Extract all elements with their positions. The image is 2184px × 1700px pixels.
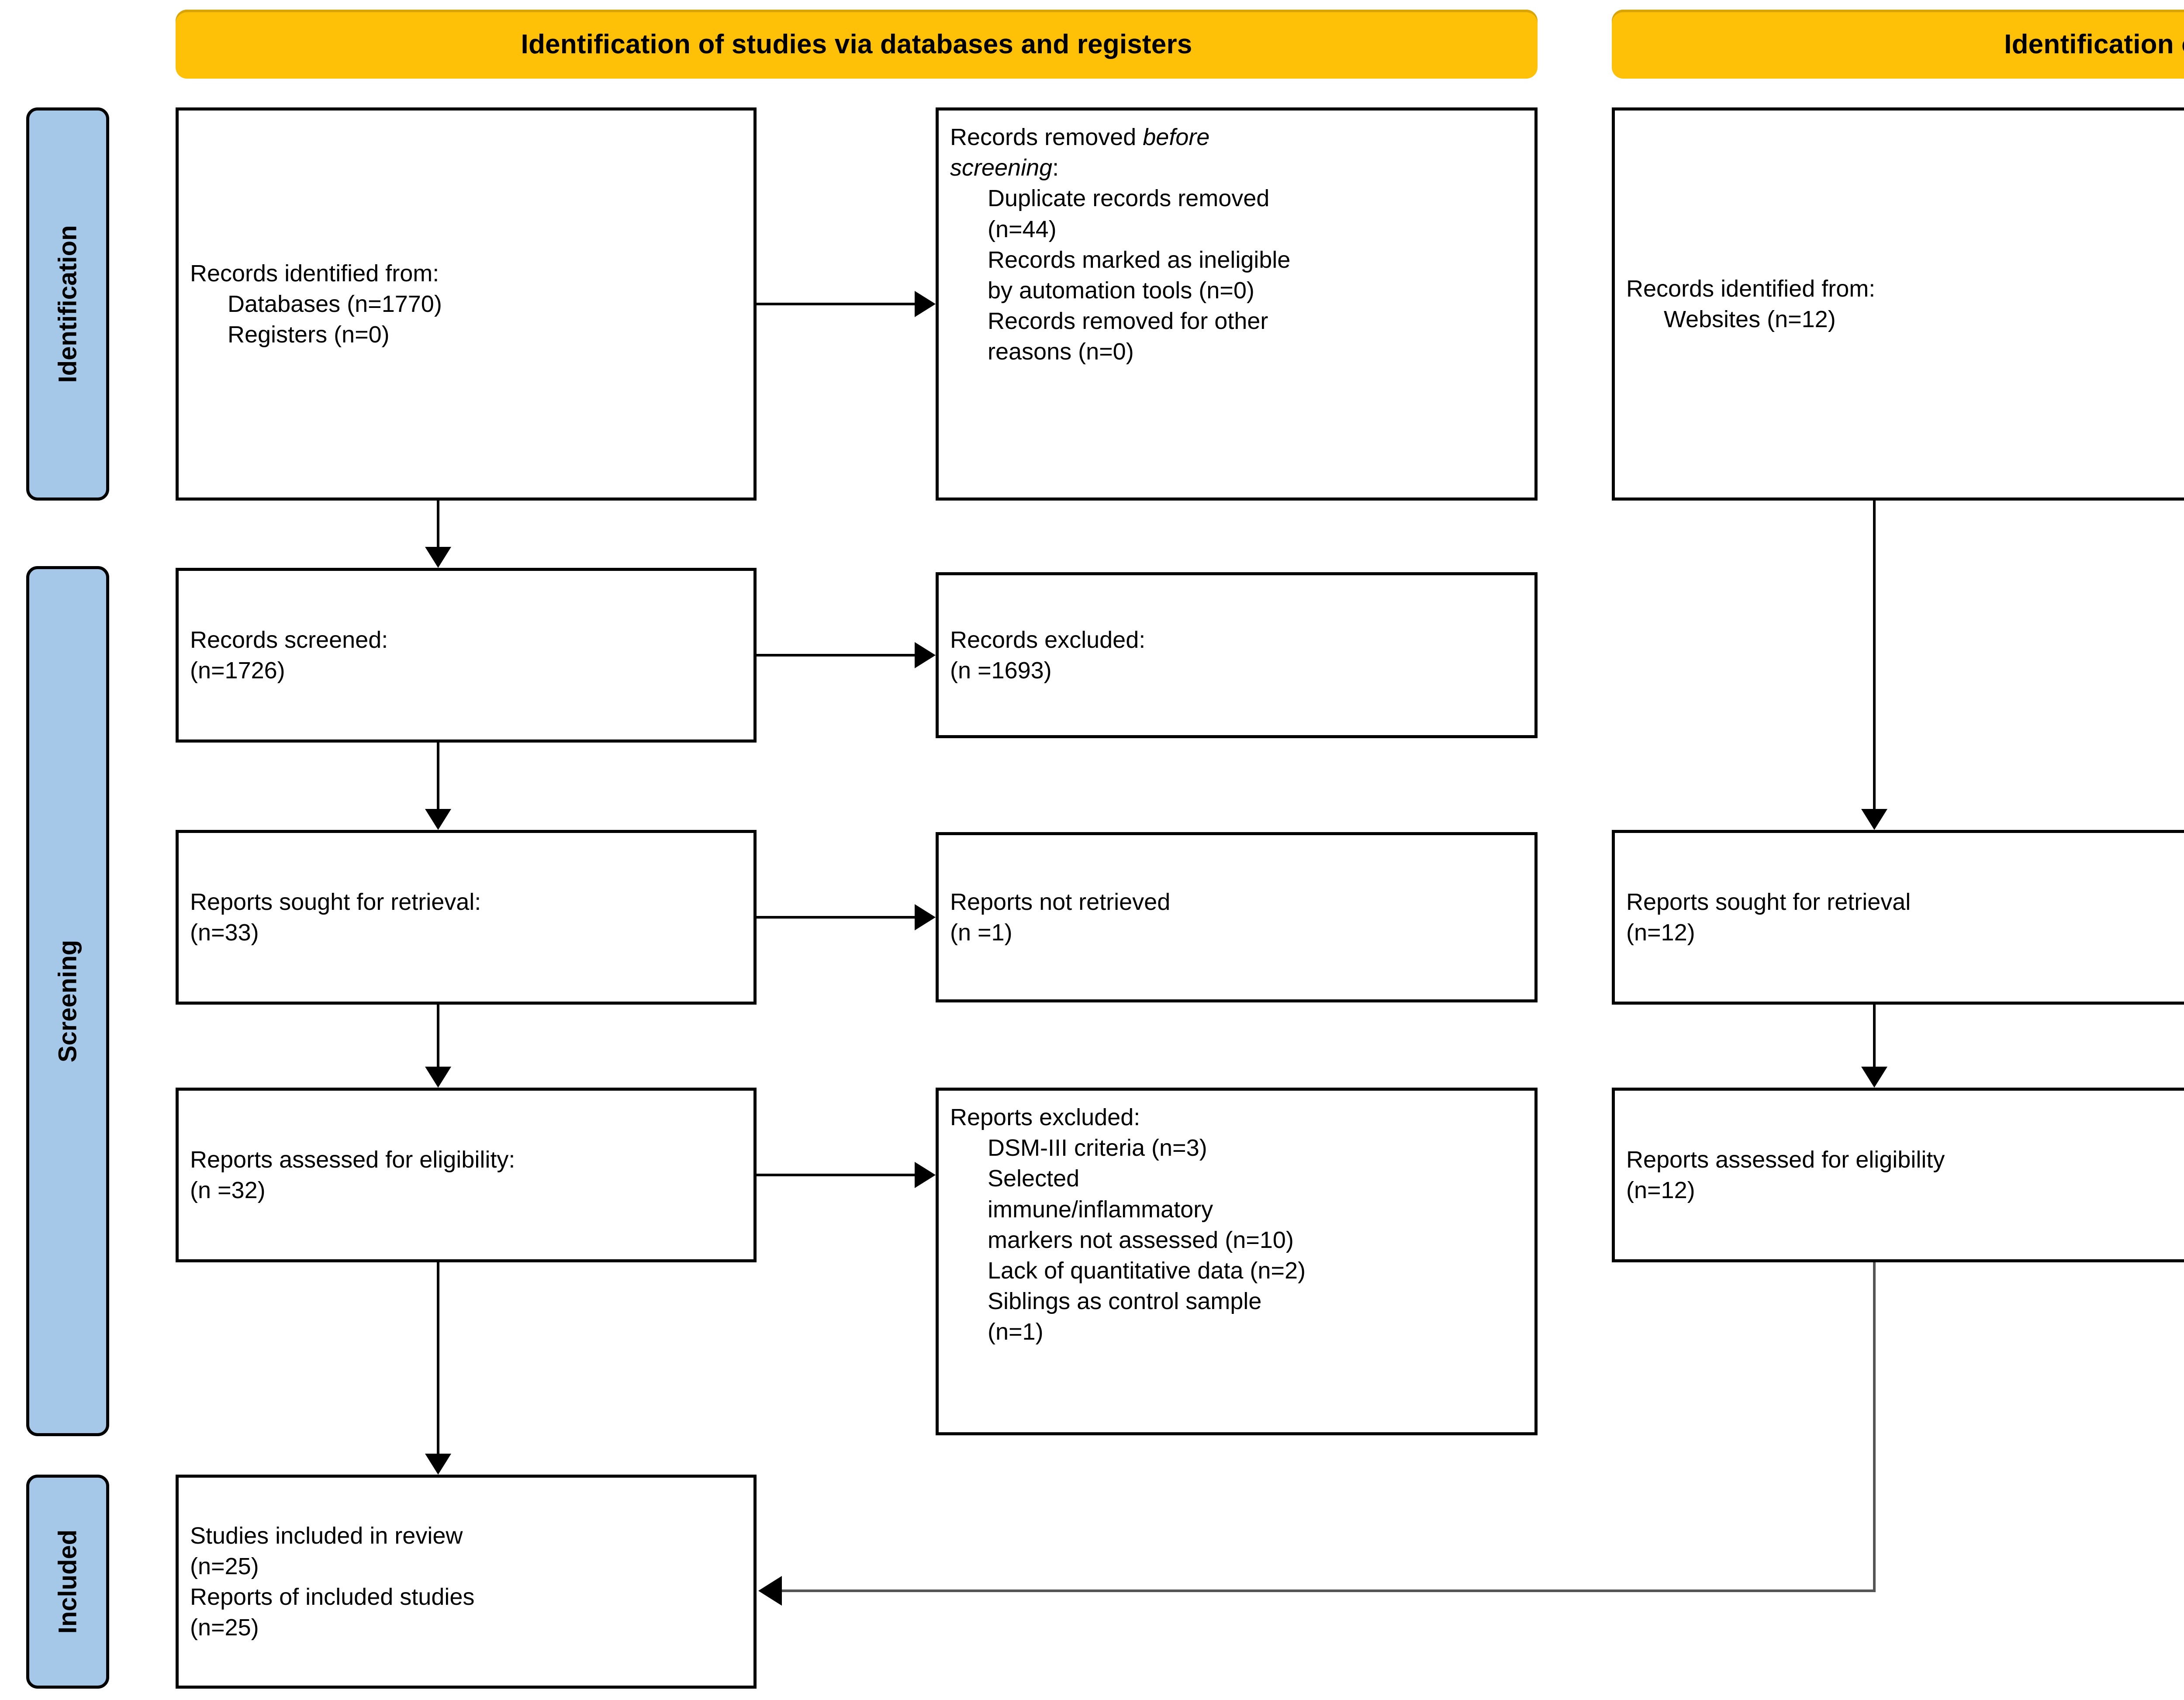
reports-excluded-left-line7: Siblings as control sample <box>988 1288 1262 1315</box>
records-screened-line1: Records screened: <box>190 626 388 653</box>
reports-excluded-left-line3: Selected <box>988 1165 1080 1192</box>
connector-screened-to-excluded <box>757 654 915 657</box>
connector-right-to-included-horizontal <box>782 1589 1876 1592</box>
stage-label-identification-text: Identification <box>53 225 82 383</box>
records-removed-line2-em: screening <box>950 155 1053 181</box>
box-records-identified-left: Records identified from: Databases (n=17… <box>176 107 757 501</box>
records-excluded-line1: Records excluded: <box>950 626 1146 653</box>
banner-left-label: Identification of studies via databases … <box>521 29 1192 59</box>
records-removed-line7: Records removed for other <box>988 308 1268 335</box>
reports-excluded-left-line4: immune/inflammatory <box>988 1196 1213 1223</box>
arrowhead-sought-to-assessed-left-icon <box>425 1067 451 1088</box>
connector-identified-to-screened <box>437 501 439 547</box>
records-removed-line1: Records removed before <box>950 122 1523 152</box>
box-records-excluded: Records excluded: (n =1693) <box>936 572 1538 738</box>
records-identified-left-line1: Records identified from: <box>190 260 439 287</box>
records-removed-line6: by automation tools (n=0) <box>988 277 1254 304</box>
connector-screened-to-sought <box>437 743 439 809</box>
reports-sought-right-line2: (n=12) <box>1626 919 1695 946</box>
arrowhead-assessed-to-excluded-left-icon <box>915 1162 936 1188</box>
records-removed-line1-em: before <box>1143 124 1210 150</box>
box-studies-included: Studies included in review (n=25) Report… <box>176 1475 757 1689</box>
studies-included-line1: Studies included in review <box>190 1522 463 1549</box>
connector-sought-to-notretrieved-left <box>757 916 915 919</box>
arrowhead-sought-to-notretrieved-left-icon <box>915 904 936 930</box>
stage-label-included-text: Included <box>53 1529 82 1634</box>
connector-identified-to-sought-right <box>1873 501 1876 809</box>
studies-included-line3: Reports of included studies <box>190 1584 475 1610</box>
records-excluded-line2: (n =1693) <box>950 657 1052 684</box>
records-removed-line2-tail: : <box>1052 155 1059 181</box>
reports-excluded-left-line5: markers not assessed (n=10) <box>988 1227 1294 1253</box>
reports-not-retrieved-left-line2: (n =1) <box>950 919 1013 946</box>
connector-sought-to-assessed-left <box>437 1005 439 1067</box>
reports-excluded-left-line1: Reports excluded: <box>950 1104 1140 1130</box>
reports-excluded-left-line2: DSM-III criteria (n=3) <box>988 1135 1207 1161</box>
box-reports-not-retrieved-left: Reports not retrieved (n =1) <box>936 832 1538 1002</box>
stage-label-included: Included <box>26 1475 109 1689</box>
records-removed-line5: Records marked as ineligible <box>988 246 1291 273</box>
records-removed-line4: (n=44) <box>988 216 1057 242</box>
arrowhead-right-to-included-icon <box>758 1576 782 1606</box>
box-reports-assessed-right: Reports assessed for eligibility (n=12) <box>1612 1088 2184 1262</box>
banner-right-identification: Identification of studies via other meth… <box>1612 10 2184 79</box>
records-removed-line2: screening: <box>950 152 1523 183</box>
reports-sought-left-line1: Reports sought for retrieval: <box>190 888 481 915</box>
arrowhead-screened-to-sought-icon <box>425 809 451 830</box>
records-removed-line1-a: Records removed <box>950 124 1143 150</box>
reports-excluded-left-line8: (n=1) <box>988 1319 1044 1345</box>
reports-not-retrieved-left-line1: Reports not retrieved <box>950 888 1171 915</box>
connector-sought-to-assessed-right <box>1873 1005 1876 1067</box>
arrowhead-assessed-to-included-icon <box>425 1454 451 1475</box>
box-reports-assessed-left: Reports assessed for eligibility: (n =32… <box>176 1088 757 1262</box>
studies-included-line2: (n=25) <box>190 1553 259 1579</box>
reports-assessed-left-line2: (n =32) <box>190 1177 266 1203</box>
reports-excluded-left-line6: Lack of quantitative data (n=2) <box>988 1257 1306 1284</box>
box-records-removed-before-screening: Records removed before screening: Duplic… <box>936 107 1538 501</box>
connector-right-to-included-vertical <box>1873 1262 1876 1591</box>
arrowhead-screened-to-excluded-icon <box>915 642 936 668</box>
arrowhead-identified-to-screened-icon <box>425 547 451 568</box>
reports-assessed-right-line2: (n=12) <box>1626 1177 1695 1203</box>
box-records-identified-right: Records identified from: Websites (n=12) <box>1612 107 2184 501</box>
arrowhead-identified-to-sought-right-icon <box>1861 809 1887 830</box>
records-screened-line2: (n=1726) <box>190 657 285 684</box>
arrowhead-sought-to-assessed-right-icon <box>1861 1067 1887 1088</box>
studies-included-line4: (n=25) <box>190 1614 259 1641</box>
box-reports-sought-right: Reports sought for retrieval (n=12) <box>1612 830 2184 1005</box>
box-records-screened: Records screened: (n=1726) <box>176 568 757 743</box>
banner-left-identification: Identification of studies via databases … <box>176 10 1538 79</box>
records-removed-line3: Duplicate records removed <box>988 185 1270 212</box>
connector-identified-to-removed <box>757 303 915 305</box>
arrowhead-identified-to-removed-icon <box>915 291 936 317</box>
connector-assessed-to-included <box>437 1262 439 1454</box>
records-identified-right-line1: Records identified from: <box>1626 275 1876 302</box>
records-identified-right-line2: Websites (n=12) <box>1664 306 1836 332</box>
records-removed-line8: reasons (n=0) <box>988 339 1134 365</box>
records-identified-left-line2: Databases (n=1770) <box>228 290 442 317</box>
reports-sought-left-line2: (n=33) <box>190 919 259 946</box>
banner-right-label: Identification of studies via other meth… <box>2004 29 2184 59</box>
box-reports-sought-left: Reports sought for retrieval: (n=33) <box>176 830 757 1005</box>
stage-label-screening: Screening <box>26 566 109 1436</box>
reports-assessed-right-line1: Reports assessed for eligibility <box>1626 1146 1945 1173</box>
records-identified-left-line3: Registers (n=0) <box>228 321 390 348</box>
stage-label-identification: Identification <box>26 107 109 501</box>
box-reports-excluded-left: Reports excluded: DSM-III criteria (n=3)… <box>936 1088 1538 1435</box>
connector-assessed-to-excluded-left <box>757 1174 915 1176</box>
reports-sought-right-line1: Reports sought for retrieval <box>1626 888 1911 915</box>
stage-label-screening-text: Screening <box>53 940 82 1063</box>
reports-assessed-left-line1: Reports assessed for eligibility: <box>190 1146 515 1173</box>
